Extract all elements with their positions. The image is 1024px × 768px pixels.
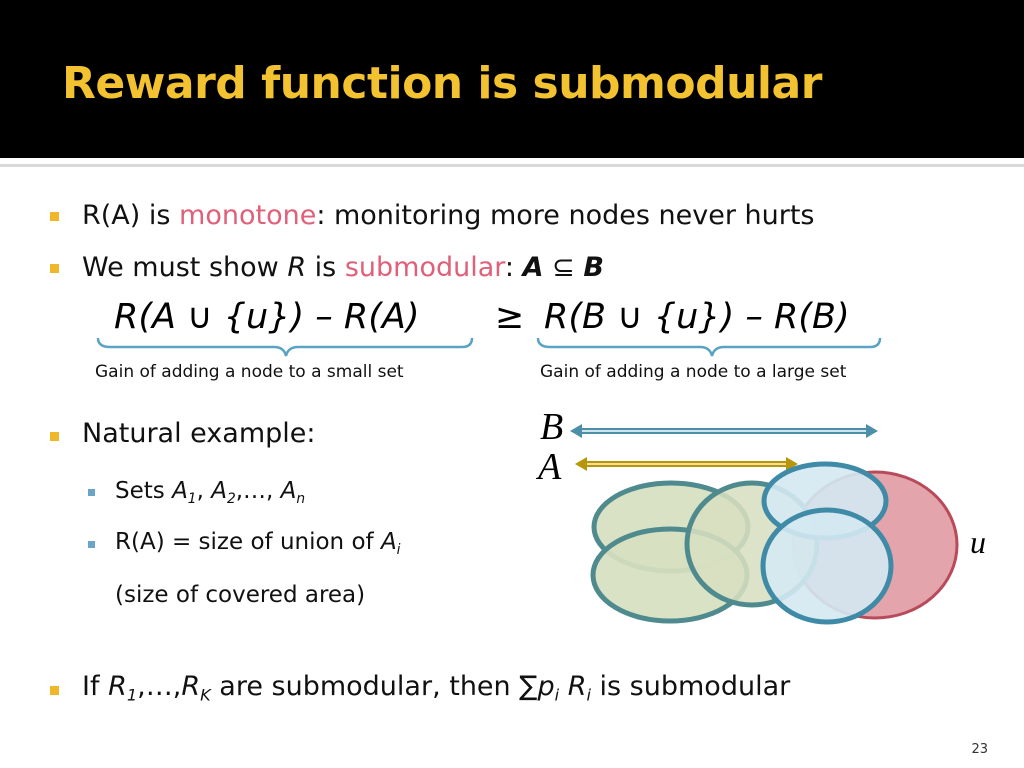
bullet-weighted-sum: If R1,…,RK are submodular, then ∑pi Ri i…	[82, 671, 790, 705]
diagram-shapes	[570, 424, 959, 625]
bullet-marker	[50, 212, 59, 221]
sub-bullet-text: R(A) = size of union of	[115, 529, 381, 555]
subscript-1: 1	[187, 490, 197, 507]
brace-right	[536, 337, 882, 357]
slide-header: Reward function is submodular	[0, 0, 1024, 158]
var-p: p	[537, 671, 555, 702]
subscript-2: 2	[226, 490, 236, 507]
bullet-submodular: We must show R is submodular: A ⊆ B	[82, 252, 604, 283]
bullet-text: is	[306, 252, 345, 283]
sub-bullet-union: R(A) = size of union of Ai	[115, 529, 401, 558]
subset-symbol: ⊆	[552, 252, 575, 283]
bullet-marker	[50, 686, 59, 695]
arrow-a	[575, 457, 798, 471]
brace-right-label: Gain of adding a node to a large set	[540, 362, 847, 382]
header-divider	[0, 158, 1024, 164]
bullet-monotone: R(A) is monotone: monitoring more nodes …	[82, 200, 815, 231]
brace-left-label: Gain of adding a node to a small set	[95, 362, 404, 382]
bullet-text: : monitoring more nodes never hurts	[316, 200, 815, 231]
sub-bullet-sets: Sets A1, A2,…, An	[115, 478, 305, 507]
sub-bullet-marker	[88, 489, 95, 496]
subscript-n: n	[296, 490, 306, 507]
bullet-text: R(A) is	[82, 200, 180, 231]
equation-right: R(B ∪ {u}) – R(B)	[544, 297, 850, 337]
sub-bullet-continuation: (size of covered area)	[115, 582, 366, 608]
header-divider-shadow	[0, 164, 1024, 167]
var-r1: R	[108, 671, 127, 702]
bullet-text: If	[82, 671, 109, 702]
separator: ,	[196, 478, 212, 504]
arrow-b	[570, 424, 878, 438]
subscript-1: 1	[126, 685, 138, 705]
bullet-text: are submodular, then	[210, 671, 520, 702]
label-a: A	[538, 446, 562, 488]
bullet-marker	[50, 432, 59, 441]
var-r: R	[287, 252, 307, 283]
var-an: A	[280, 478, 297, 504]
equation-left: R(A ∪ {u}) – R(A)	[114, 297, 420, 337]
set-b: B	[583, 252, 604, 283]
separator: ,…,	[235, 478, 281, 504]
bullet-text: We must show	[82, 252, 288, 283]
var-a2: A	[211, 478, 227, 504]
ellipsis: ,…,	[137, 671, 182, 702]
set-a: A	[522, 252, 544, 283]
slide-title: Reward function is submodular	[62, 58, 822, 109]
page-number: 23	[971, 742, 988, 757]
sub-bullet-text: Sets	[115, 478, 173, 504]
var-a: A	[380, 529, 397, 555]
subscript-i: i	[396, 541, 401, 558]
subscript-i: i	[586, 685, 591, 705]
bullet-text: is submodular	[590, 671, 791, 702]
highlight-monotone: monotone	[179, 200, 317, 231]
equation-relation: ≥	[495, 297, 525, 337]
bullet-natural-example: Natural example:	[82, 418, 316, 449]
bullet-marker	[50, 264, 59, 273]
sub-bullet-marker	[88, 541, 95, 548]
ellipse-b2	[760, 507, 894, 625]
sum-symbol: ∑	[519, 671, 538, 702]
subscript-k: K	[200, 685, 211, 705]
brace-left	[96, 337, 474, 357]
var-rk: R	[181, 671, 201, 702]
label-u: u	[970, 524, 986, 560]
subscript-i: i	[554, 685, 560, 705]
highlight-submodular: submodular	[344, 252, 505, 283]
label-b: B	[540, 406, 564, 448]
var-a1: A	[172, 478, 188, 504]
bullet-text: :	[504, 252, 514, 283]
var-r: R	[567, 671, 587, 702]
